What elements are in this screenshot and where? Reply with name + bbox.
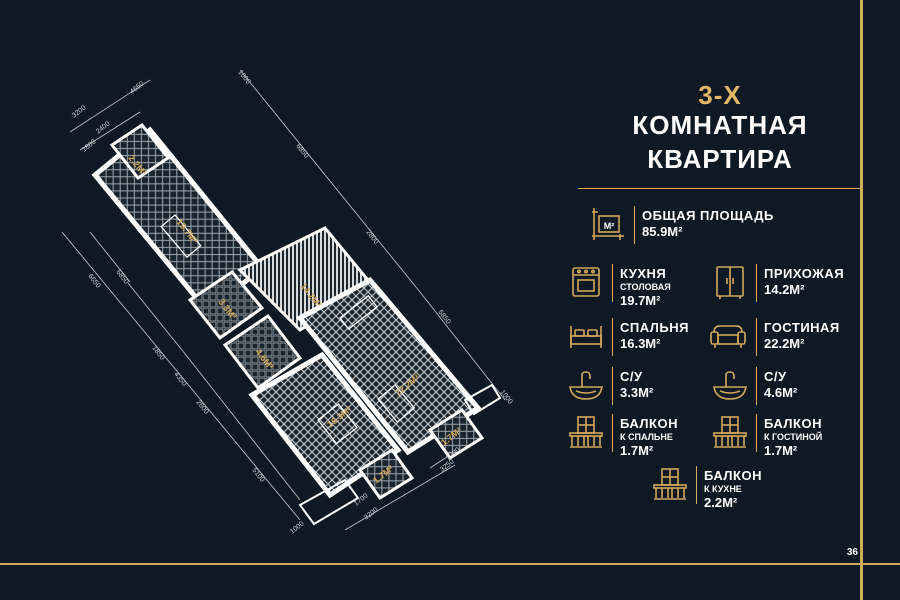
room-value-balcony-living: 1.7M²: [764, 443, 798, 458]
room-value-balcony-bedroom: 1.7M²: [620, 443, 654, 458]
item-divider: [612, 264, 613, 302]
total-area-value: 85.9M²: [642, 224, 683, 239]
room-sub-balcony-living: К ГОСТИНОЙ: [764, 432, 823, 442]
item-divider: [756, 367, 757, 405]
item-divider: [612, 367, 613, 405]
dim-right-2800: 2800: [364, 229, 379, 246]
dim-left-6850: 6850: [114, 269, 129, 286]
room-label-balcony-living: БАЛКОН: [764, 416, 822, 431]
dim-bottom-3200: 3200: [363, 506, 380, 521]
room-label-bath2: С/У: [764, 369, 787, 384]
item-divider: [756, 264, 757, 302]
room-sub-kitchen: СТОЛОВАЯ: [620, 282, 671, 292]
room-value-bedroom: 16.3M²: [620, 336, 661, 351]
gold-frame-horizontal: [0, 563, 900, 565]
plan-walls: [91, 122, 502, 526]
dim-top-4650: 4650: [129, 80, 146, 95]
room-label-living: ГОСТИНАЯ: [764, 320, 840, 335]
dim-left-6650: 6650: [86, 273, 101, 290]
room-value-kitchen: 19.7M²: [620, 293, 661, 308]
room-label-kitchen: КУХНЯ: [620, 266, 667, 281]
heading-separator: [578, 188, 860, 189]
bed-icon: [570, 326, 602, 348]
room-sub-balcony-bedroom: К СПАЛЬНЕ: [620, 432, 673, 442]
room-label-balcony-bedroom: БАЛКОН: [620, 416, 678, 431]
room-label-hallway: ПРИХОЖАЯ: [764, 266, 845, 281]
room-value-bath2: 4.6M²: [764, 385, 798, 400]
sink-icon: [713, 371, 747, 400]
heading-line-2: КОМНАТНАЯ: [632, 110, 808, 140]
dim-left-1850: 1850: [150, 345, 165, 362]
balcony-icon: [653, 468, 687, 500]
balcony-icon: [713, 416, 747, 448]
heading-line-3: КВАРТИРА: [647, 144, 793, 174]
room-sub-balcony-kitchen: К КУХНЕ: [704, 484, 742, 494]
dim-right-6850: 6850: [294, 143, 309, 160]
item-divider: [634, 206, 635, 244]
item-divider: [612, 318, 613, 356]
heading-room-count: 3-Х: [698, 80, 742, 110]
dim-top-3200: 3200: [71, 104, 88, 119]
total-area-label: ОБЩАЯ ПЛОЩАДЬ: [642, 208, 774, 223]
sofa-icon: [710, 325, 746, 348]
item-divider: [756, 414, 757, 452]
page-number: 36: [846, 547, 858, 558]
room-value-balcony-kitchen: 2.2M²: [704, 495, 738, 510]
room-label-bedroom: СПАЛЬНЯ: [620, 320, 689, 335]
room-value-hallway: 14.2M²: [764, 282, 805, 297]
area-m2-icon: M²: [592, 208, 624, 240]
dim-bottom-1000: 1000: [289, 520, 306, 535]
item-divider: [756, 318, 757, 356]
gold-frame-vertical: [860, 0, 863, 600]
dim-left-5100: 5100: [250, 467, 265, 484]
floor-plan: 19.7M² 14.2M² 3.3M² 4.6M² 16.3M² 22.2M² …: [61, 69, 514, 536]
stove-icon: [572, 267, 600, 297]
room-value-bath1: 3.3M²: [620, 385, 654, 400]
dim-top-1000: 1000: [236, 69, 251, 86]
dimension-lines: [61, 69, 506, 531]
sink-icon: [569, 371, 603, 400]
room-label-bath1: С/У: [620, 369, 643, 384]
balcony-icon: [569, 416, 603, 448]
room-value-living: 22.2M²: [764, 336, 805, 351]
dim-left-2600: 2600: [194, 399, 209, 416]
area-unit-label: M²: [604, 221, 615, 231]
furniture: [160, 214, 416, 445]
item-divider: [696, 466, 697, 504]
item-divider: [612, 414, 613, 452]
wardrobe-icon: [716, 266, 744, 299]
dim-left-4350: 4350: [172, 371, 187, 388]
dim-top-2400: 2400: [95, 120, 112, 135]
room-label-balcony-kitchen: БАЛКОН: [704, 468, 762, 483]
